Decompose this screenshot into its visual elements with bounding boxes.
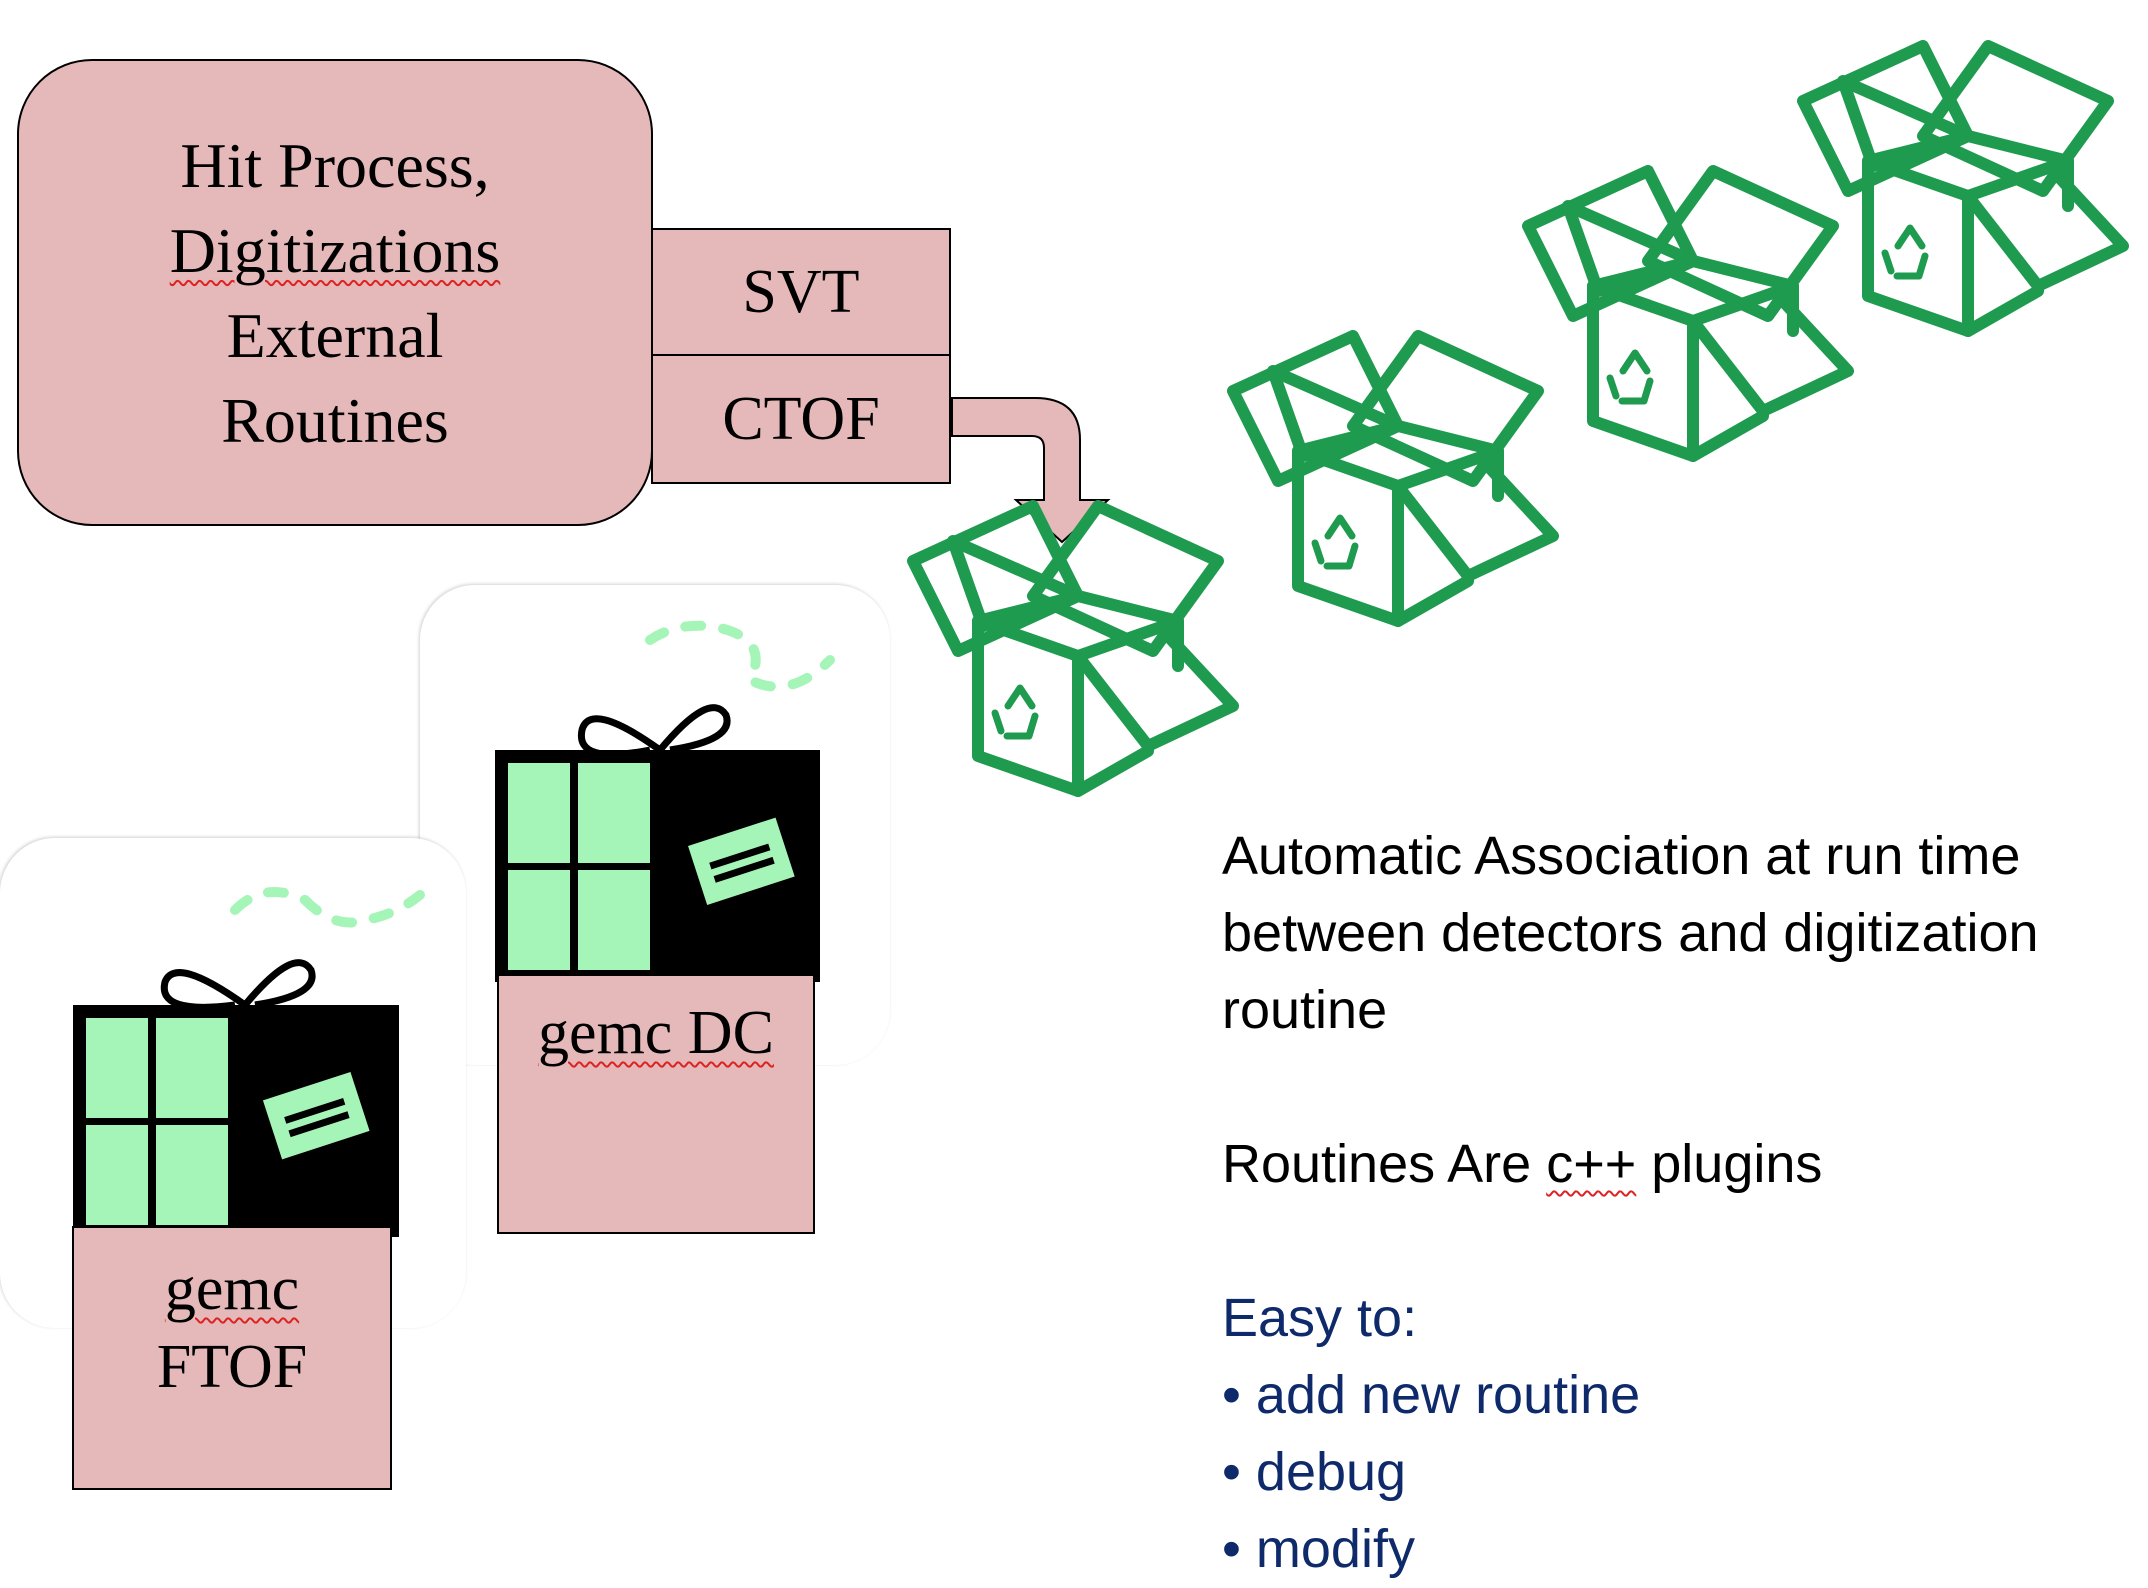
bullet-item: • debug (1222, 1442, 1407, 1502)
hit-process-line-4: Routines (221, 384, 449, 456)
ctof-label: CTOF (722, 384, 880, 453)
bullet-item: • add new routine (1222, 1365, 1641, 1425)
arrow-icon (951, 397, 1111, 544)
gemc-ftof-box: gemc FTOF (72, 1226, 392, 1490)
gemc-dc-label: gemc DC (538, 999, 774, 1067)
info-line-3: routine (1222, 980, 1388, 1040)
info-line-1: Automatic Association at run time (1222, 826, 2021, 886)
bullet-item: • modify (1222, 1519, 1415, 1579)
routines-suffix: plugins (1636, 1134, 1823, 1194)
gift-icon (73, 887, 425, 1237)
gemc-dc-box: gemc DC (497, 974, 815, 1234)
hit-process-line-3: External (226, 299, 444, 371)
hit-process-line-2: Digitizations (169, 214, 501, 286)
routines-cpp: c++ (1546, 1134, 1637, 1194)
gemc-ftof-label-1: gemc (164, 1255, 300, 1323)
info-text: Automatic Association at run time betwee… (1222, 818, 2122, 1588)
ctof-plugin-box: CTOF (651, 354, 951, 484)
recycle-box-icon (905, 500, 1245, 800)
routines-prefix: Routines Are (1222, 1134, 1547, 1194)
recycle-box-icon (1795, 40, 2135, 340)
gemc-ftof-label-2: FTOF (156, 1333, 308, 1401)
svt-plugin-box: SVT (651, 228, 951, 356)
routines-line: Routines Are c++ plugins (1222, 1126, 2122, 1203)
hit-process-line-1: Hit Process, (180, 129, 490, 201)
gift-icon (495, 620, 835, 982)
svt-label: SVT (742, 257, 860, 326)
recycle-box-icon (1225, 330, 1565, 630)
easy-heading: Easy to: (1222, 1288, 1418, 1348)
hit-process-box: Hit Process, Digitizations External Rout… (17, 59, 653, 526)
info-line-2: between detectors and digitization (1222, 903, 2039, 963)
